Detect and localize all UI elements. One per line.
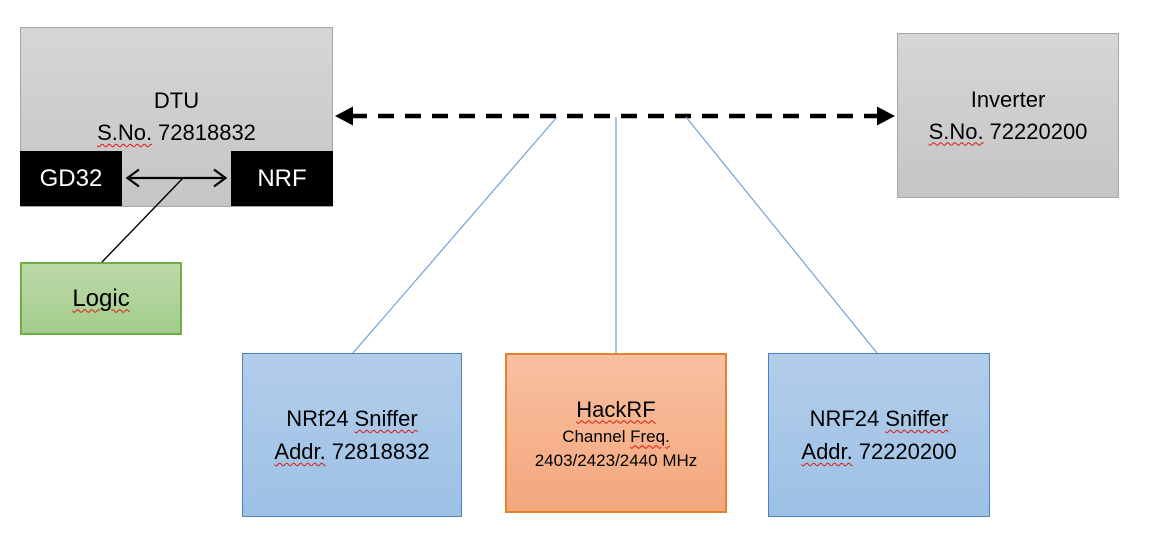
logic-label-text: Logic (72, 284, 130, 312)
nrf-label: NRF (257, 165, 306, 193)
hackrf-frequencies-text: 2403/2423/2440 MHz (534, 450, 698, 470)
hackrf-freq-word: Freq. (630, 426, 670, 446)
nrf-node: NRF (231, 151, 333, 206)
sniffer-left-address: Addr.72818832 (274, 435, 429, 468)
gd32-node: GD32 (20, 151, 122, 206)
dtu-serial-label: S.No. (97, 120, 153, 145)
gd32-label-text: GD32 (39, 164, 103, 192)
sniffer-left-name-suffix: Sniffer (354, 406, 418, 431)
hackrf-title-text: HackRF (576, 396, 656, 422)
rf-tap-lines (352, 116, 878, 354)
sniffer-right-addr-label: Addr. (801, 439, 853, 464)
dtu-inverter-dashed-arrow (335, 106, 895, 126)
dtu-title: DTU (154, 85, 199, 117)
dtu-serial: S.No.72818832 (97, 117, 256, 149)
hackrf-title: HackRF (576, 394, 655, 425)
inverter-node: Inverter S.No.72220200 (897, 33, 1119, 198)
sniffer-left-addr-label: Addr. (274, 439, 326, 464)
inverter-serial: S.No.72220200 (929, 116, 1088, 148)
arrowhead-right (877, 106, 895, 126)
sniffer-right-name-suffix: Sniffer (885, 406, 949, 431)
inverter-title-text: Inverter (970, 86, 1046, 112)
sniffer-right-address: Addr.72220200 (801, 435, 956, 468)
sniffer-right-name: NRF24 (809, 406, 880, 431)
dtu-serial-value: 72818832 (158, 120, 256, 145)
tap-line-sniffer-right (685, 116, 878, 354)
sniffer-left-name: NRf24 (286, 406, 349, 431)
gd32-label: GD32 (40, 165, 103, 193)
inverter-serial-label: S.No. (928, 118, 984, 144)
nrf-label-text: NRF (257, 164, 307, 192)
inverter-title: Inverter (971, 84, 1046, 116)
hackrf-frequencies: 2403/2423/2440 MHz (535, 449, 698, 473)
sniffer-right-addr-value: 72220200 (858, 439, 957, 464)
hackrf-channel-word: Channel (562, 426, 626, 446)
sniffer-left-addr-value: 72818832 (331, 439, 430, 464)
logic-label: Logic (72, 285, 129, 313)
tap-line-sniffer-left (352, 116, 558, 354)
logic-node: Logic (20, 262, 182, 335)
dtu-title-text: DTU (153, 88, 200, 113)
inverter-serial-value: 72220200 (989, 118, 1088, 144)
arrowhead-left (335, 106, 353, 126)
